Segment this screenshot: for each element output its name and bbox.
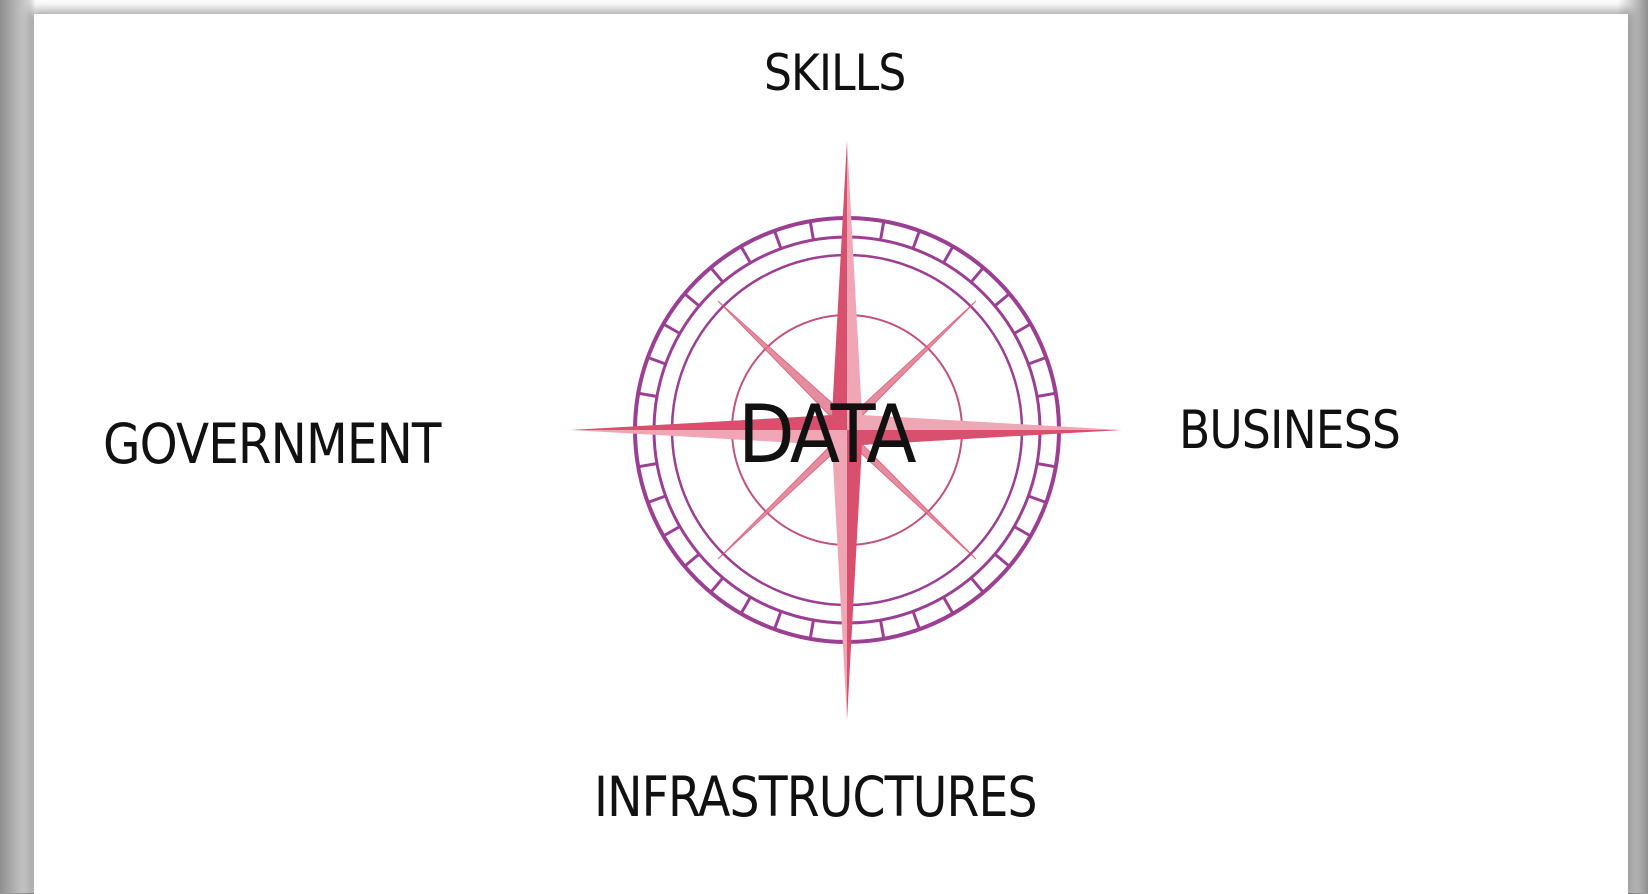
compass-tick xyxy=(879,220,886,241)
compass-tick xyxy=(808,220,815,241)
compass-tick xyxy=(879,619,886,640)
compass-tick xyxy=(662,525,681,538)
compass-tick xyxy=(662,322,681,335)
compass-tick xyxy=(647,356,667,366)
compass-tick xyxy=(637,462,658,469)
compass-tick xyxy=(808,619,815,640)
compass-tick xyxy=(739,596,752,615)
center-label: DATA xyxy=(738,388,917,481)
compass-tick xyxy=(1027,494,1047,504)
compass-tick xyxy=(1036,391,1057,398)
compass-tick xyxy=(911,610,921,630)
compass-tick xyxy=(969,576,985,594)
compass-tick xyxy=(637,391,658,398)
compass-tick xyxy=(993,292,1011,308)
label-right: BUSINESS xyxy=(1179,400,1401,461)
compass-tick xyxy=(969,266,985,284)
compass-tick xyxy=(993,552,1011,568)
compass-tick xyxy=(739,245,752,264)
label-top: SKILLS xyxy=(764,44,906,102)
compass-tick xyxy=(942,245,955,264)
compass-tick xyxy=(683,552,701,568)
compass-tick xyxy=(647,494,667,504)
compass-tick xyxy=(1036,462,1057,469)
label-left: GOVERNMENT xyxy=(103,412,441,476)
compass-tick xyxy=(773,230,783,250)
compass-tick xyxy=(911,230,921,250)
compass-tick xyxy=(773,610,783,630)
compass-tick xyxy=(942,596,955,615)
compass-tick xyxy=(709,576,725,594)
compass-tick xyxy=(709,266,725,284)
compass-tick xyxy=(683,292,701,308)
compass-cardinal-points xyxy=(570,140,1122,720)
compass-tick xyxy=(1027,356,1047,366)
compass-diagonal-points xyxy=(717,300,977,560)
compass-tick xyxy=(1013,525,1032,538)
compass-tick xyxy=(1013,322,1032,335)
compass-ticks xyxy=(635,218,1059,642)
label-bottom: INFRASTRUCTURES xyxy=(594,765,1038,829)
